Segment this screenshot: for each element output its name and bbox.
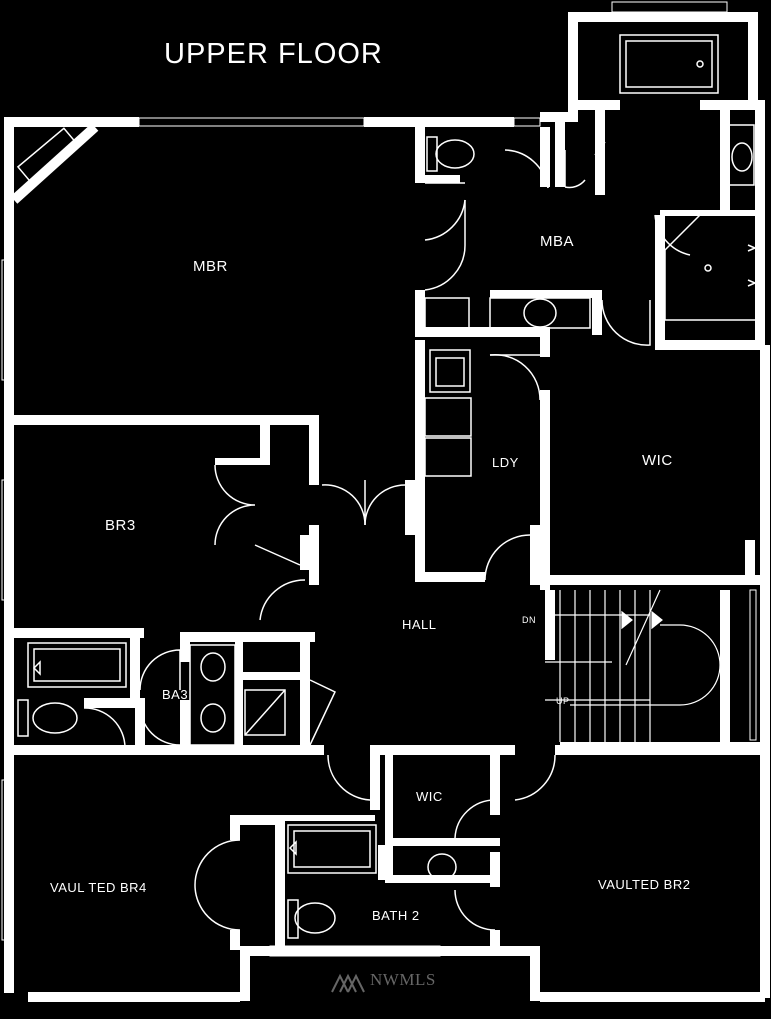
stairs-down-label: DN [522, 615, 536, 625]
bath2-tub-icon [287, 824, 377, 874]
room-label-br2: VAULTED BR2 [598, 877, 691, 892]
plan-title: UPPER FLOOR [164, 38, 383, 70]
room-label-bath2: BATH 2 [372, 908, 420, 923]
room-label-br3: BR3 [105, 517, 136, 534]
room-label-mbr: MBR [193, 258, 228, 275]
ba3-sink-icon [200, 652, 226, 682]
room-label-wic-small: WIC [416, 789, 443, 804]
room-label-mba: MBA [540, 233, 575, 250]
room-label-hall: HALL [402, 617, 437, 632]
vanity-sink-icon [523, 298, 557, 328]
door-swings [83, 140, 691, 931]
master-tub-icon [619, 34, 719, 94]
ba3-toilet-icon [17, 699, 29, 737]
master-shower-icon [664, 214, 759, 321]
windows [1, 1, 757, 957]
laundry-sink-icon [429, 349, 471, 393]
linen-icon [244, 689, 286, 736]
mbr-corner-feature [10, 123, 99, 204]
exterior-walls [4, 12, 770, 1002]
room-label-wic-master: WIC [642, 452, 673, 469]
room-label-ba3: BA3 [162, 687, 189, 702]
staircase [545, 589, 721, 742]
interior-walls [14, 110, 765, 955]
room-label-br4: VAUL TED BR4 [50, 880, 147, 895]
master-sink-icon [727, 124, 755, 186]
room-label-ldy: LDY [492, 455, 519, 470]
fixtures [17, 34, 759, 939]
ba3-tub-icon [27, 642, 127, 688]
stairs-up-label: UP [556, 696, 570, 706]
master-toilet-icon [426, 136, 438, 172]
dryer-icon [424, 437, 472, 477]
watermark-text: NWMLS [370, 970, 436, 989]
bath2-sink-icon [427, 853, 457, 881]
washer-icon [424, 397, 472, 437]
bath2-toilet-icon [287, 899, 299, 939]
watermark: NWMLS [330, 970, 436, 990]
nwmls-logo-icon [331, 973, 365, 993]
